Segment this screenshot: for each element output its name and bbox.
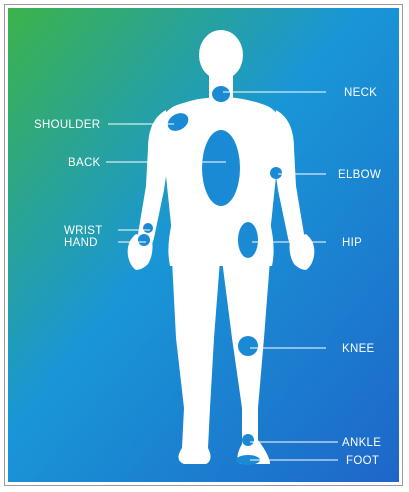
label-back: BACK [68, 157, 101, 169]
back-spot [202, 130, 240, 206]
label-wrist: WRIST [64, 225, 103, 237]
elbow-spot [270, 167, 282, 179]
label-knee: KNEE [342, 343, 375, 355]
body-diagram: NECK SHOULDER BACK ELBOW WRIST HAND HIP … [8, 8, 399, 482]
label-ankle: ANKLE [342, 437, 381, 449]
wrist-spot [143, 223, 153, 233]
hip-spot [238, 222, 258, 258]
label-elbow: ELBOW [338, 169, 381, 181]
hand-spot [138, 234, 150, 246]
neck-spot [212, 86, 230, 102]
label-shoulder: SHOULDER [34, 119, 100, 131]
label-hip: HIP [342, 237, 362, 249]
label-neck: NECK [344, 87, 377, 99]
ankle-spot [242, 434, 254, 446]
label-foot: FOOT [346, 455, 379, 467]
knee-spot [238, 336, 258, 356]
label-hand: HAND [64, 237, 98, 249]
